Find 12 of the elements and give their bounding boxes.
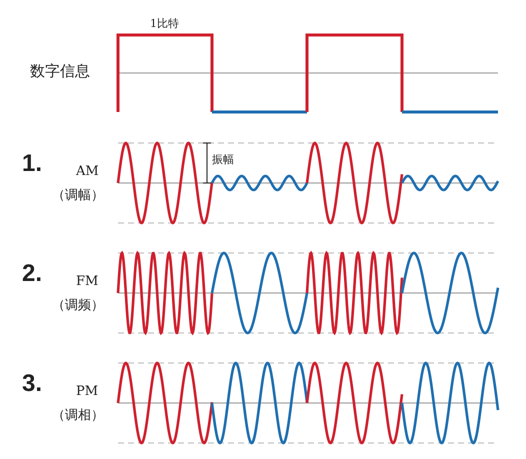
modulation-label: AM (76, 165, 99, 178)
bit-label: 1比特 (150, 18, 179, 29)
step-number: 2. (22, 262, 42, 286)
step-number: 1. (22, 152, 42, 176)
modulation-label: （调相） (52, 409, 104, 422)
modulation-label: （调频） (52, 299, 104, 312)
step-number: 3. (22, 372, 42, 396)
amplitude-label: 振幅 (212, 154, 234, 165)
modulation-label: FM (76, 275, 98, 288)
row-label: 数字信息 (30, 64, 90, 79)
modulation-label: PM (76, 385, 98, 398)
modulation-label: （调幅） (52, 189, 104, 202)
